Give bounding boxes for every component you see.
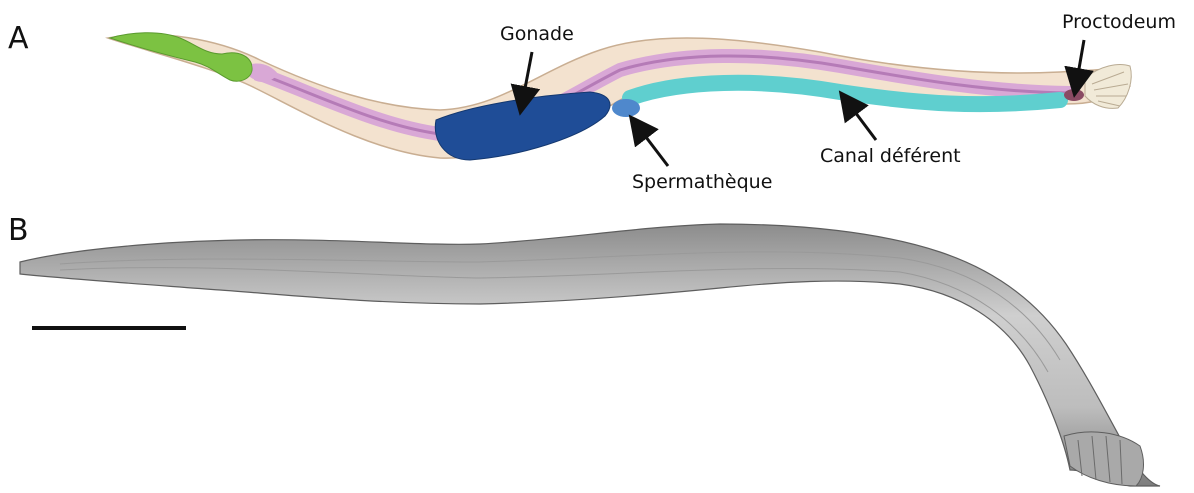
- pharynx: [110, 33, 252, 82]
- spermatheca: [612, 99, 640, 117]
- label-spermatheque: Spermathèque: [632, 171, 772, 193]
- arrow-canal-deferent: [846, 100, 876, 140]
- label-gonade: Gonade: [500, 23, 574, 45]
- panel-b-letter: B: [8, 213, 29, 248]
- panel-a: A Gonade: [8, 11, 1176, 193]
- micrograph-tail-fan: [1064, 432, 1143, 486]
- scale-bar: [32, 326, 186, 330]
- worm-micrograph: [20, 224, 1160, 486]
- label-canal-deferent: Canal déférent: [820, 145, 961, 167]
- label-proctodeum: Proctodeum: [1062, 11, 1176, 33]
- micrograph-body: [20, 224, 1160, 486]
- proctodeum: [1064, 89, 1084, 101]
- panel-a-letter: A: [8, 21, 29, 56]
- panel-b: B: [8, 213, 1160, 486]
- arrow-spermatheque: [636, 124, 668, 166]
- callout-spermatheque: Spermathèque: [632, 124, 772, 193]
- worm-schematic: [108, 33, 1131, 160]
